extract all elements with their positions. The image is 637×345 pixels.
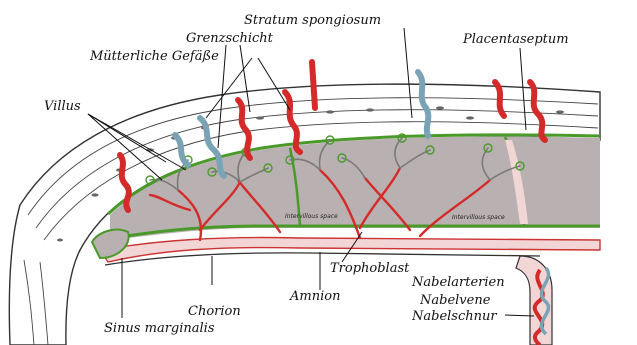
- label-chorion: Chorion: [188, 305, 241, 318]
- label-sinus-marginalis: Sinus marginalis: [104, 322, 215, 335]
- intervillous-space-label-2: Intervillous space: [452, 214, 505, 221]
- label-mutterliche-gefasse: Mütterliche Gefäße: [90, 50, 219, 63]
- label-stratum-spongiosum: Stratum spongiosum: [244, 14, 381, 27]
- amnion-line: [105, 253, 540, 265]
- label-nabelarterien: Nabelarterien: [412, 276, 505, 289]
- label-villus: Villus: [44, 100, 81, 113]
- label-placentaseptum: Placentaseptum: [463, 33, 569, 46]
- intervillous-space-label-1: Intervillous space: [285, 213, 338, 220]
- label-grenzschicht: Grenzschicht: [186, 32, 273, 45]
- label-nabelschnur: Nabelschnur: [412, 310, 497, 323]
- label-trophoblast: Trophoblast: [330, 262, 409, 275]
- label-amnion: Amnion: [290, 290, 340, 303]
- label-nabelvene: Nabelvene: [420, 294, 490, 307]
